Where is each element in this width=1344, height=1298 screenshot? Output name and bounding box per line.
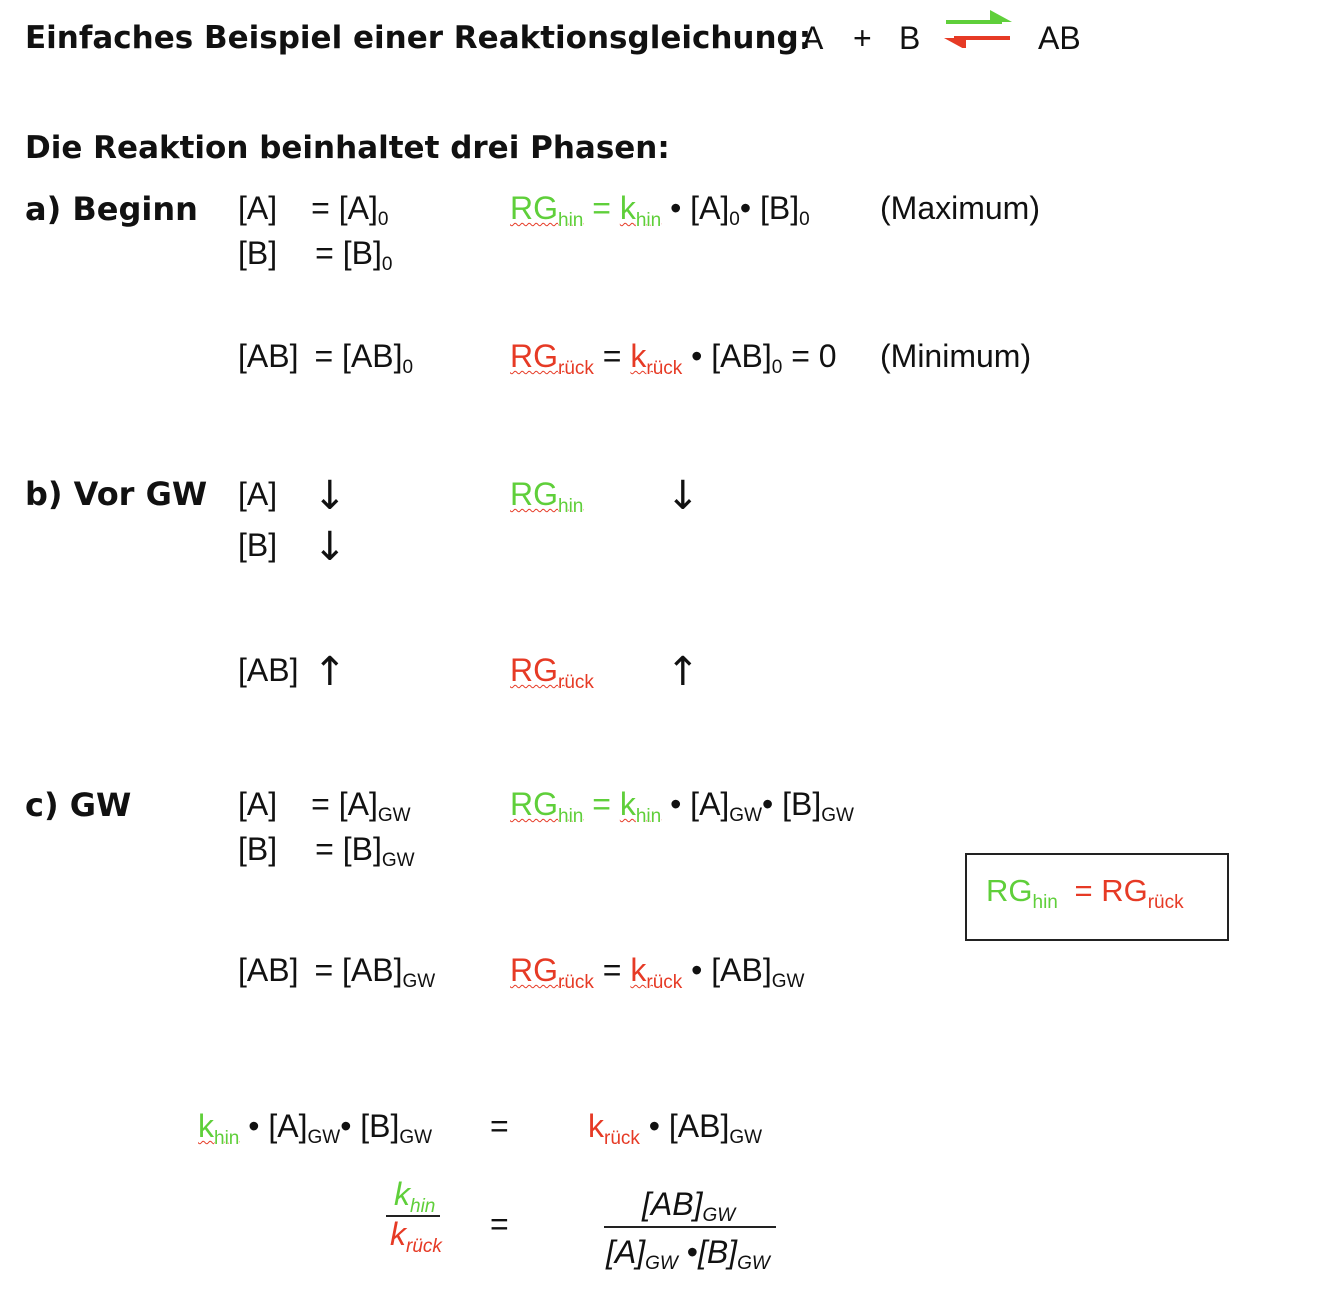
- phase-a-label: a) Beginn: [25, 190, 198, 228]
- phase-b-a: [A]: [238, 476, 278, 512]
- reactant-b: B: [899, 20, 921, 56]
- note-maximum: (Maximum): [880, 190, 1040, 226]
- fraction-line: [604, 1226, 776, 1228]
- plus-sign: +: [853, 20, 872, 56]
- reactant-a: A: [802, 20, 824, 56]
- arrow-up-icon: ↑: [666, 649, 700, 695]
- phase-c-rg-hin-formula: RGhin = khin • [A]GW• [B]GW: [510, 786, 854, 827]
- phase-b-label: b) Vor GW: [25, 475, 208, 513]
- phase-a-rg-rueck-formula: RGrück = krück • [AB]0 = 0: [510, 338, 837, 379]
- equilibrium-arrows-icon: [944, 10, 1012, 48]
- fraction-a-b-gw: [A]GW •[B]GW: [606, 1234, 770, 1274]
- equation-left-side: khin • [A]GW• [B]GW: [198, 1108, 433, 1149]
- phase-c-a-eq: [A]= [A]GW: [238, 786, 411, 826]
- phase-c-rg-rueck-formula: RGrück = krück • [AB]GW: [510, 952, 805, 993]
- phase-a-a-eq: [A]= [A]0: [238, 190, 389, 230]
- phase-a-rg-hin-formula: RGhin = khin • [A]0• [B]0: [510, 190, 810, 231]
- arrow-up-icon: ↑: [313, 649, 347, 695]
- equilibrium-condition: RGhin = RGrück: [986, 873, 1184, 913]
- phase-a-ab-eq: [AB]= [AB]0: [238, 338, 414, 378]
- fraction-ab-gw: [AB]GW: [642, 1186, 736, 1226]
- equilibrium-condition-box: [965, 853, 1229, 941]
- fraction-k-hin: khin: [394, 1176, 436, 1217]
- equation-right-side: krück • [AB]GW: [588, 1108, 763, 1149]
- note-minimum: (Minimum): [880, 338, 1032, 374]
- arrow-down-icon: ↓: [313, 524, 347, 570]
- equals-sign: =: [490, 1108, 509, 1144]
- product-ab: AB: [1038, 20, 1081, 56]
- equals-sign: =: [490, 1206, 509, 1242]
- phase-c-label: c) GW: [25, 786, 132, 824]
- arrow-down-icon: ↓: [313, 473, 347, 519]
- phase-b-rg-rueck: RGrück: [510, 652, 594, 693]
- phase-a-b-eq: [B]= [B]0: [238, 235, 393, 275]
- phase-b-b: [B]: [238, 527, 278, 563]
- fraction-line: [386, 1215, 440, 1217]
- fraction-k-rueck: krück: [390, 1216, 442, 1257]
- phase-b-ab: [AB]: [238, 652, 299, 688]
- page-title: Einfaches Beispiel einer Reaktionsgleich…: [25, 20, 812, 56]
- phase-c-ab-eq: [AB]= [AB]GW: [238, 952, 436, 992]
- phase-c-b-eq: [B]= [B]GW: [238, 831, 415, 871]
- arrow-down-icon: ↓: [666, 473, 700, 519]
- intro-heading: Die Reaktion beinhaltet drei Phasen:: [25, 130, 670, 166]
- phase-b-rg-hin: RGhin: [510, 476, 584, 517]
